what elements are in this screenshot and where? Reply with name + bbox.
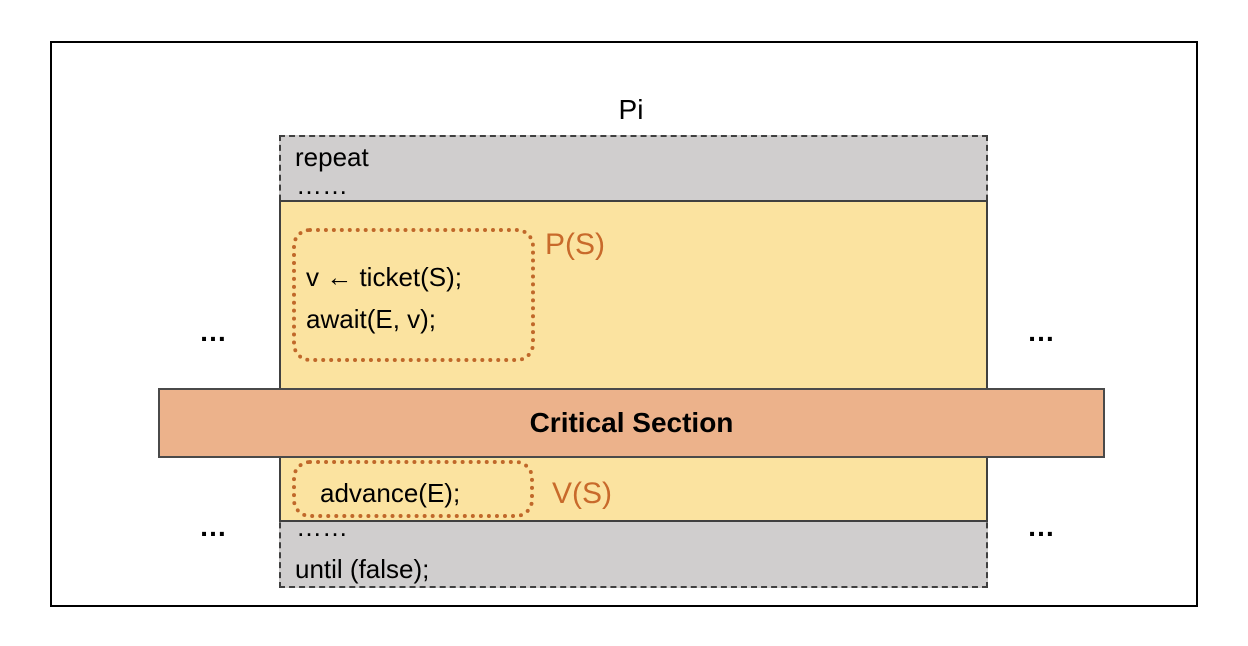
ticket-line: v ← ticket(S); — [306, 262, 463, 292]
critical-section-label: Critical Section — [529, 407, 734, 438]
p-operation-box — [292, 228, 535, 362]
right-bottom-ellipsis: … — [1027, 511, 1056, 542]
process-label: Pi — [618, 94, 644, 125]
bottom-ellipsis-line: …… — [296, 512, 348, 542]
p-operation-label: P(S) — [545, 228, 605, 261]
until-line: until (false); — [295, 554, 430, 584]
right-top-ellipsis: … — [1027, 316, 1056, 347]
await-line: await(E, v); — [306, 304, 437, 334]
top-ellipsis-line: …… — [296, 170, 348, 200]
v-operation-label: V(S) — [552, 477, 612, 510]
repeat-line: repeat — [295, 142, 369, 172]
left-top-ellipsis: … — [199, 316, 228, 347]
critical-section-bar: Critical Section — [158, 388, 1105, 458]
diagram-frame — [50, 41, 1198, 607]
left-bottom-ellipsis: … — [199, 511, 228, 542]
advance-line: advance(E); — [320, 478, 461, 508]
v-operation-box — [292, 460, 534, 518]
